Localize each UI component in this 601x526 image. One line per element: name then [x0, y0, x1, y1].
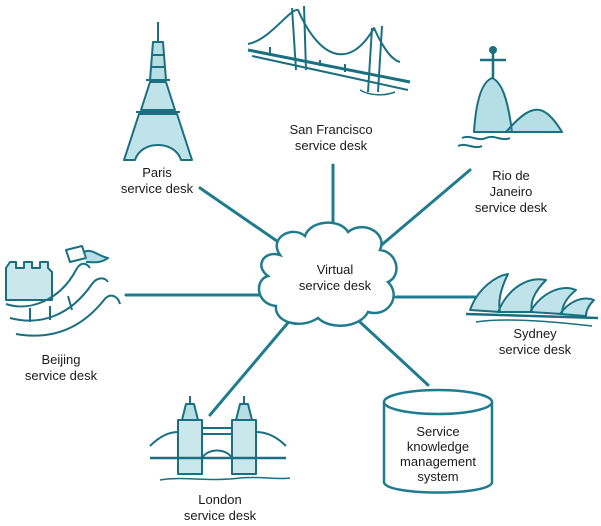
sydney-label: Sydney service desk [480, 326, 590, 358]
sydney-opera-house-icon [465, 273, 599, 327]
paris-label-line2: service desk [120, 181, 194, 196]
san-francisco-label-line2: service desk [294, 138, 368, 153]
knowledge-label-line4: system [417, 469, 459, 484]
database-cylinder-icon [382, 388, 494, 494]
golden-gate-bridge-icon [247, 5, 411, 96]
connector-rio [376, 168, 472, 250]
rio-label-line2: Janeiro [489, 184, 533, 199]
knowledge-label-line2: knowledge [406, 439, 470, 454]
london-label-line1: London [198, 492, 242, 507]
paris-label: Paris service desk [102, 165, 212, 197]
connector-knowledge [358, 320, 430, 387]
virtual-desk-cloud [257, 221, 398, 327]
rio-label-line1: Rio de [492, 168, 530, 183]
tower-bridge-icon [149, 396, 291, 481]
eiffel-tower-icon [123, 22, 193, 161]
paris-label-line1: Paris [142, 165, 172, 180]
sydney-label-line1: Sydney [513, 326, 557, 341]
connector-london [208, 316, 294, 417]
connector-paris [198, 186, 292, 252]
beijing-label-line1: Beijing [41, 352, 81, 367]
beijing-label: Beijing service desk [6, 352, 116, 384]
rio-label-line3: service desk [474, 200, 548, 215]
rio-label: Rio de Janeiro service desk [456, 168, 566, 216]
san-francisco-label: San Francisco service desk [256, 122, 406, 154]
san-francisco-label-line1: San Francisco [289, 122, 373, 137]
christ-the-redeemer-icon [457, 46, 563, 149]
london-label: London service desk [165, 492, 275, 524]
hub-label: Virtual service desk [280, 262, 390, 294]
knowledge-label-line1: Service [416, 424, 460, 439]
hub-label-line2: service desk [298, 278, 372, 293]
beijing-label-line2: service desk [24, 368, 98, 383]
london-label-line2: service desk [183, 508, 257, 523]
knowledge-label-line3: management [400, 454, 476, 469]
great-wall-icon [5, 245, 121, 337]
connectors [124, 163, 477, 417]
knowledge-system-label: Service knowledge management system [388, 424, 488, 484]
hub-label-line1: Virtual [316, 262, 354, 277]
sydney-label-line2: service desk [498, 342, 572, 357]
